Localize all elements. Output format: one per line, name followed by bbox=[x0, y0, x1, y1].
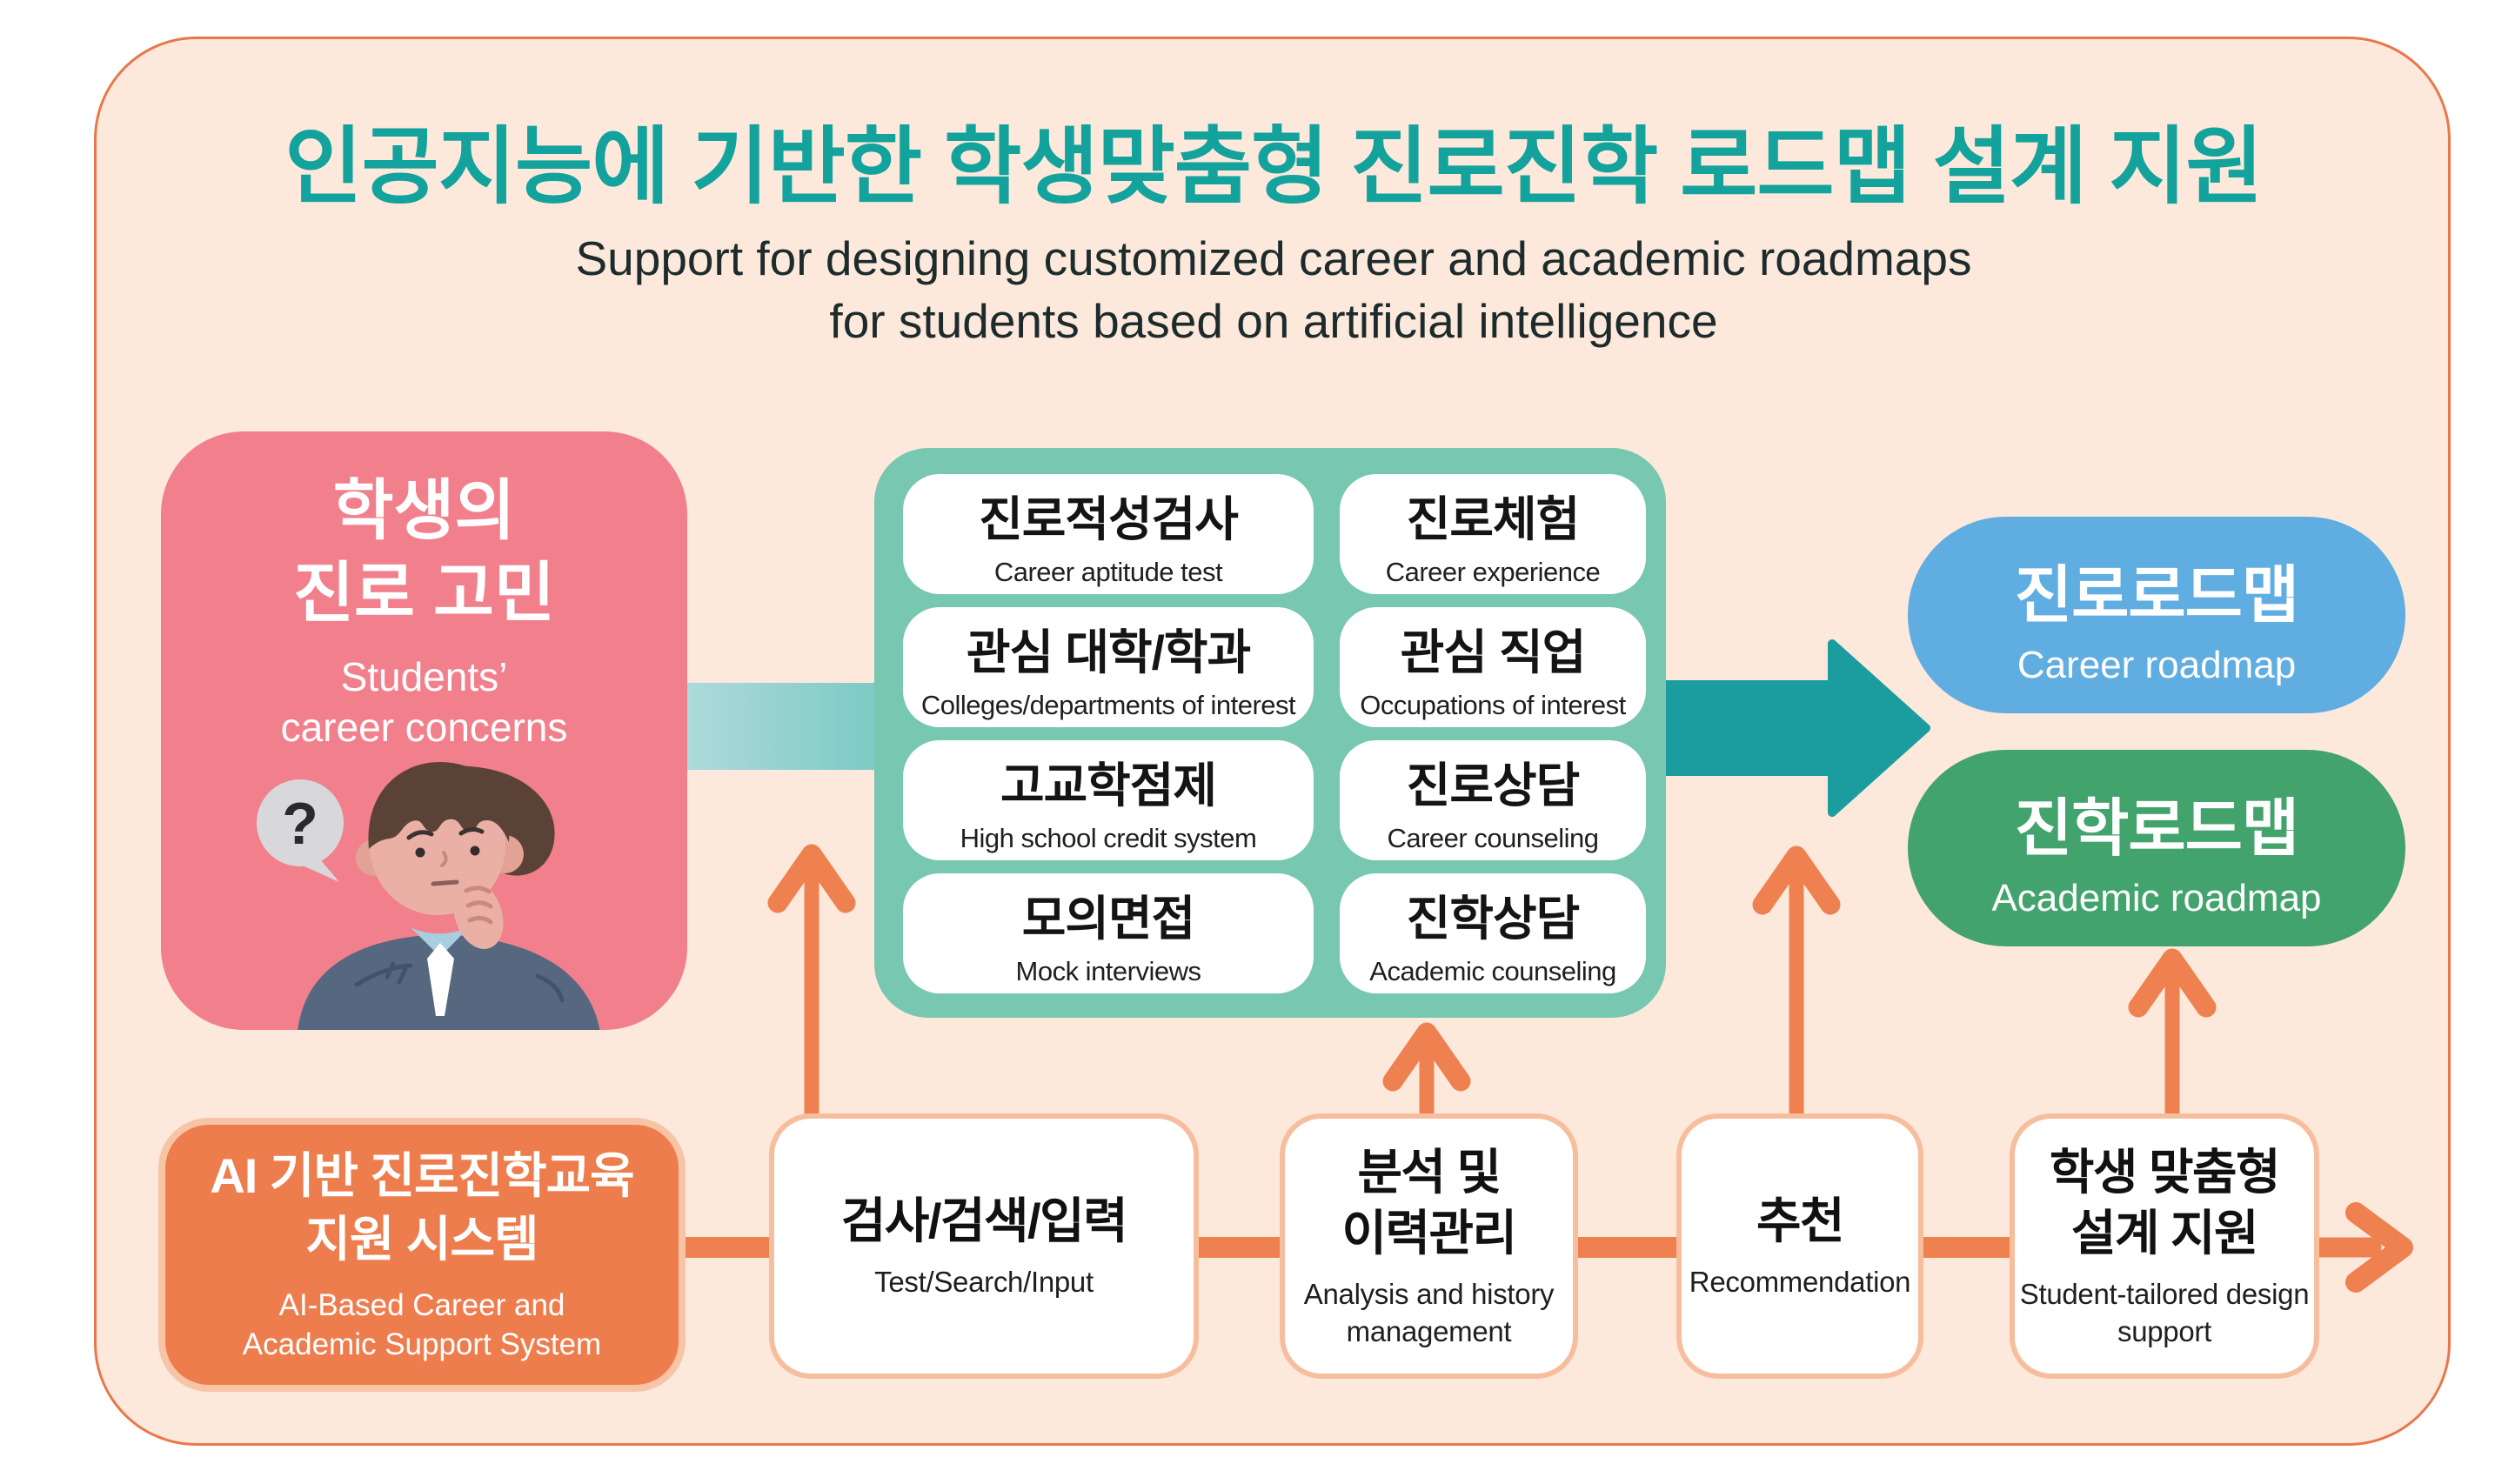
flow-step-title: 분석 및 이력관리 bbox=[1341, 1142, 1517, 1264]
flow-step-subtitle: Test/Search/Input bbox=[874, 1264, 1094, 1301]
service-card-title: 관심 대학/학과 bbox=[966, 625, 1251, 679]
service-card-subtitle: Colleges/departments of interest bbox=[920, 690, 1296, 720]
flow-step-title-line: 설계 지원 bbox=[2070, 1205, 2259, 1260]
flow-step-title-line: 검사/검색/입력 bbox=[840, 1193, 1128, 1249]
service-card-title: 진로적성검사 bbox=[979, 492, 1239, 546]
flow-step-title-line: 이력관리 bbox=[1341, 1205, 1517, 1260]
service-card-credit-system: 고교학점제 High school credit system bbox=[903, 740, 1314, 860]
service-card-title: 진학상담 bbox=[1406, 892, 1580, 946]
student-concerns-title-line-2: 진로 고민 bbox=[293, 557, 555, 631]
page-subtitle-line-2: for students based on artificial intelli… bbox=[829, 293, 1718, 348]
flow-step-title-line: 추천 bbox=[1756, 1193, 1845, 1249]
flow-step-subtitle-line: Recommendation bbox=[1689, 1266, 1911, 1299]
ai-system-subtitle: AI-Based Career and Academic Support Sys… bbox=[243, 1286, 601, 1365]
ai-system-title-line-1: AI 기반 진로진학교육 bbox=[210, 1148, 634, 1204]
career-roadmap-badge: 진로로드맵 Career roadmap bbox=[1908, 517, 2405, 713]
student-concerns-subtitle-line-2: career concerns bbox=[280, 704, 568, 750]
service-card-career-counseling: 진로상담 Career counseling bbox=[1340, 740, 1646, 860]
service-card-occupations-of-interest: 관심 직업 Occupations of interest bbox=[1340, 607, 1646, 727]
student-concerns-title-line-1: 학생의 bbox=[332, 474, 516, 548]
flow-step-title: 학생 맞춤형 설계 지원 bbox=[2049, 1142, 2281, 1264]
student-concerns-subtitle: Students’ career concerns bbox=[161, 652, 687, 753]
service-card-title: 진로상담 bbox=[1406, 759, 1580, 812]
ai-system-card: AI 기반 진로진학교육 지원 시스템 AI-Based Career and … bbox=[158, 1118, 686, 1392]
service-card-career-experience: 진로체험 Career experience bbox=[1340, 474, 1646, 594]
page-subtitle: Support for designing customized career … bbox=[94, 228, 2453, 352]
thinking-student-illustration: ? bbox=[257, 762, 600, 1030]
career-roadmap-subtitle: Career roadmap bbox=[2017, 643, 2297, 686]
service-card-title: 고교학점제 bbox=[1000, 759, 1217, 812]
service-card-title: 모의면접 bbox=[1021, 892, 1195, 946]
question-bubble-icon: ? bbox=[257, 779, 344, 882]
page-title: 인공지능에 기반한 학생맞춤형 진로진학 로드맵 설계 지원 bbox=[284, 119, 2263, 214]
ai-system-title-line-2: 지원 시스템 bbox=[305, 1212, 538, 1267]
service-card-colleges-of-interest: 관심 대학/학과 Colleges/departments of interes… bbox=[903, 607, 1314, 727]
student-concerns-card: 학생의 진로 고민 Students’ career concerns ? bbox=[161, 431, 687, 1030]
academic-roadmap-badge: 진학로드맵 Academic roadmap bbox=[1908, 750, 2405, 946]
flow-step-subtitle-line: Test/Search/Input bbox=[874, 1266, 1094, 1299]
service-card-mock-interviews: 모의면접 Mock interviews bbox=[903, 873, 1314, 993]
flow-step-subtitle-line: management bbox=[1346, 1314, 1512, 1347]
flow-step-student-tailored-design: 학생 맞춤형 설계 지원 Student-tailored design sup… bbox=[2010, 1113, 2319, 1379]
flow-step-test-search-input: 검사/검색/입력 Test/Search/Input bbox=[769, 1113, 1199, 1379]
service-card-aptitude-test: 진로적성검사 Career aptitude test bbox=[903, 474, 1314, 594]
flow-step-title: 검사/검색/입력 bbox=[840, 1191, 1128, 1252]
flow-step-analysis-history: 분석 및 이력관리 Analysis and history managemen… bbox=[1280, 1113, 1578, 1379]
svg-text:?: ? bbox=[282, 791, 318, 857]
ai-system-subtitle-line-2: Academic Support System bbox=[242, 1327, 602, 1362]
flow-step-subtitle-line: Analysis and history bbox=[1303, 1277, 1555, 1310]
academic-roadmap-subtitle: Academic roadmap bbox=[1991, 876, 2322, 919]
flow-step-title-line: 분석 및 bbox=[1357, 1144, 1502, 1200]
student-concerns-subtitle-line-1: Students’ bbox=[340, 654, 508, 699]
flow-step-recommendation: 추천 Recommendation bbox=[1676, 1113, 1923, 1379]
academic-roadmap-title: 진학로드맵 bbox=[2014, 793, 2299, 864]
flow-band-gradient bbox=[686, 683, 877, 770]
career-roadmap-title: 진로로드맵 bbox=[2014, 560, 2299, 631]
service-card-subtitle: Occupations of interest bbox=[1360, 690, 1626, 720]
page-subtitle-line-1: Support for designing customized career … bbox=[575, 231, 1972, 285]
service-card-subtitle: Academic counseling bbox=[1369, 956, 1616, 986]
flow-step-title-line: 학생 맞춤형 bbox=[2049, 1144, 2281, 1200]
flow-step-subtitle-line: Student-tailored design bbox=[2019, 1277, 2310, 1310]
service-card-title: 진로체험 bbox=[1406, 492, 1580, 546]
flow-step-subtitle-line: support bbox=[2117, 1314, 2211, 1347]
service-card-subtitle: Career aptitude test bbox=[993, 557, 1223, 587]
service-card-subtitle: Career counseling bbox=[1387, 823, 1599, 853]
ai-system-title: AI 기반 진로진학교육 지원 시스템 bbox=[210, 1145, 634, 1272]
services-panel: 진로적성검사 Career aptitude test 진로체험 Career … bbox=[874, 448, 1666, 1018]
flow-step-subtitle: Analysis and history management bbox=[1303, 1276, 1555, 1351]
flow-step-title: 추천 bbox=[1756, 1191, 1845, 1252]
service-card-subtitle: High school credit system bbox=[960, 823, 1257, 853]
ai-system-subtitle-line-1: AI-Based Career and bbox=[278, 1287, 565, 1322]
flow-step-subtitle: Student-tailored design support bbox=[2020, 1276, 2310, 1351]
service-card-subtitle: Mock interviews bbox=[1015, 956, 1202, 986]
service-card-title: 관심 직업 bbox=[1400, 625, 1587, 679]
student-character-icon bbox=[298, 762, 600, 1030]
service-card-academic-counseling: 진학상담 Academic counseling bbox=[1340, 873, 1646, 993]
flow-step-subtitle: Recommendation bbox=[1689, 1264, 1911, 1301]
service-card-subtitle: Career experience bbox=[1385, 557, 1601, 587]
student-concerns-title: 학생의 진로 고민 bbox=[161, 470, 687, 635]
